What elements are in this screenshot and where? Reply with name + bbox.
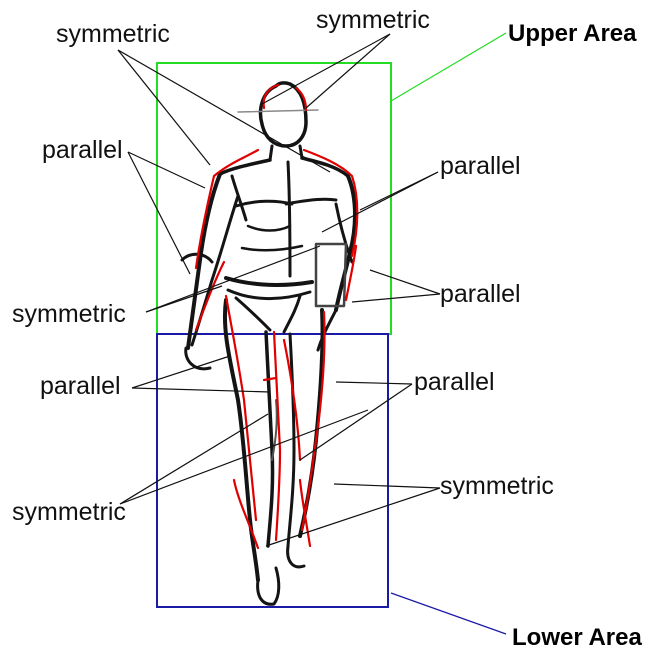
label-parallel-upper-right: parallel xyxy=(440,154,521,179)
label-parallel-upper-left: parallel xyxy=(42,138,123,163)
label-parallel-lower-left: parallel xyxy=(40,374,121,399)
label-symmetric-bottom-right: symmetric xyxy=(440,474,554,499)
label-symmetric-top-left: symmetric xyxy=(56,22,170,47)
label-parallel-lower-right: parallel xyxy=(414,370,495,395)
upper-area-label: Upper Area xyxy=(508,22,636,46)
label-parallel-mid-right: parallel xyxy=(440,282,521,307)
label-symmetric-bottom-left: symmetric xyxy=(12,500,126,525)
label-symmetric-top-center: symmetric xyxy=(316,8,430,33)
label-symmetric-mid-left: symmetric xyxy=(12,302,126,327)
upper-area-connector xyxy=(391,33,506,101)
lower-area-label: Lower Area xyxy=(512,626,642,650)
lower-area-connector xyxy=(391,593,506,634)
